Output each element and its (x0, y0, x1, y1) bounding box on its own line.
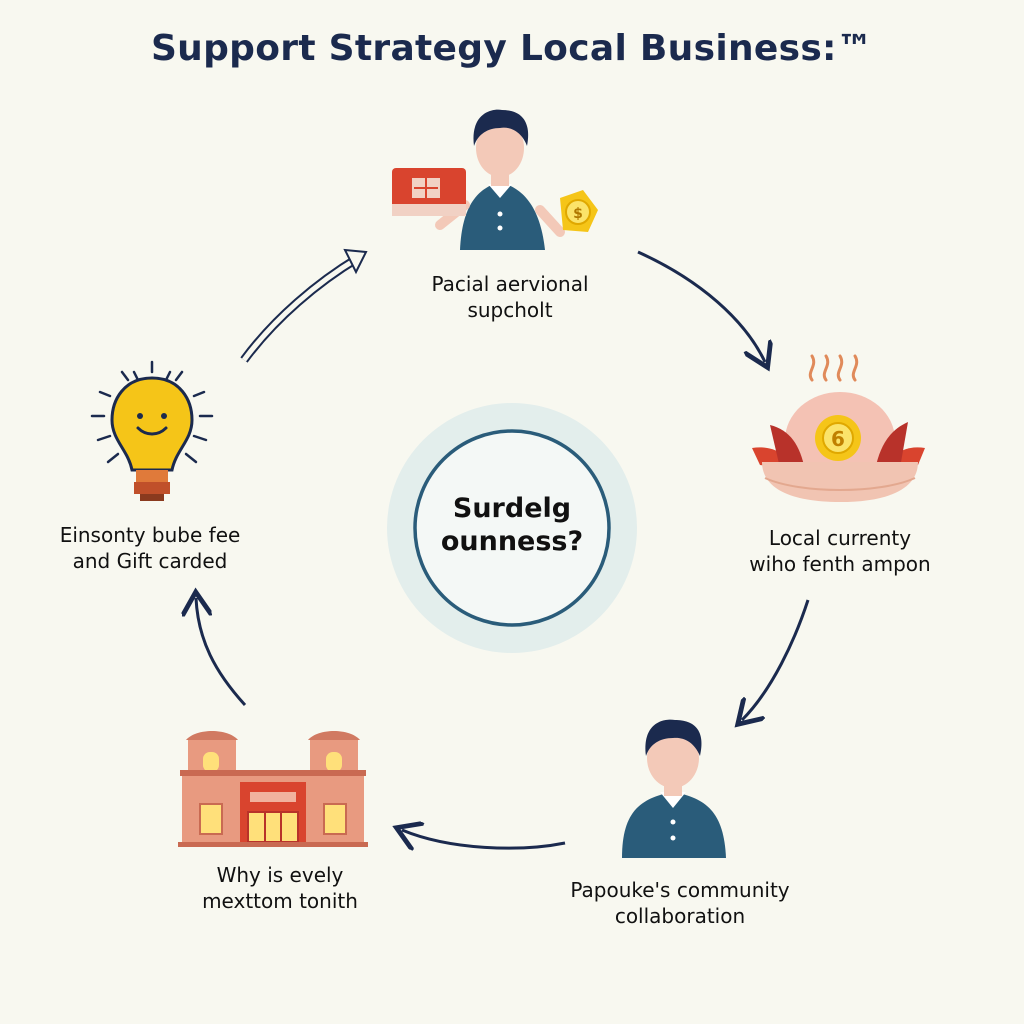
top-coin-symbol: $ (573, 206, 583, 222)
arrow-right-to-bottomright (742, 599, 810, 720)
center-label-line1: Surdelg (452, 493, 572, 524)
center-label-line2: ounness? (440, 526, 584, 557)
node-label-bottom-left: Why is evely mexttom tonith (150, 862, 410, 914)
node-label-right: Local currenty wiho fenth ampon (700, 525, 980, 577)
node-label-line2: and Gift carded (72, 549, 228, 573)
storefront-icon (178, 731, 368, 847)
arrow-bottomleft-to-left (196, 598, 247, 707)
person-with-gift-card-icon (392, 109, 598, 250)
page-title: Support Strategy Local Business:™ (150, 28, 874, 69)
node-label-line1: Pacial aervional (431, 272, 589, 296)
center-circle (387, 403, 637, 653)
coin-basket-icon (752, 354, 925, 502)
node-label-line1: Einsonty bube fee (59, 523, 241, 547)
node-label-line1: Why is evely (216, 863, 344, 887)
node-label-line1: Local currenty (768, 526, 912, 550)
node-label-line2: mexttom tonith (202, 889, 358, 913)
node-label-line2: wiho fenth ampon (749, 552, 931, 576)
person-icon (622, 719, 726, 858)
node-label-top: Pacial aervional supcholt (360, 271, 660, 323)
arrow-bottomright-to-bottomleft (402, 830, 566, 848)
lightbulb-icon (90, 360, 214, 501)
node-label-line2: collaboration (614, 904, 746, 928)
center-label: Surdelg ounness? (412, 492, 612, 558)
right-coin-symbol: 6 (831, 427, 845, 451)
node-label-line2: supcholt (467, 298, 553, 322)
node-label-bottom-right: Papouke's community collaboration (530, 877, 830, 929)
arrow-left-to-top (240, 248, 368, 363)
node-label-left: Einsonty bube fee and Gift carded (30, 522, 270, 574)
node-label-line1: Papouke's community (570, 878, 790, 902)
arrow-top-to-right (637, 250, 765, 362)
